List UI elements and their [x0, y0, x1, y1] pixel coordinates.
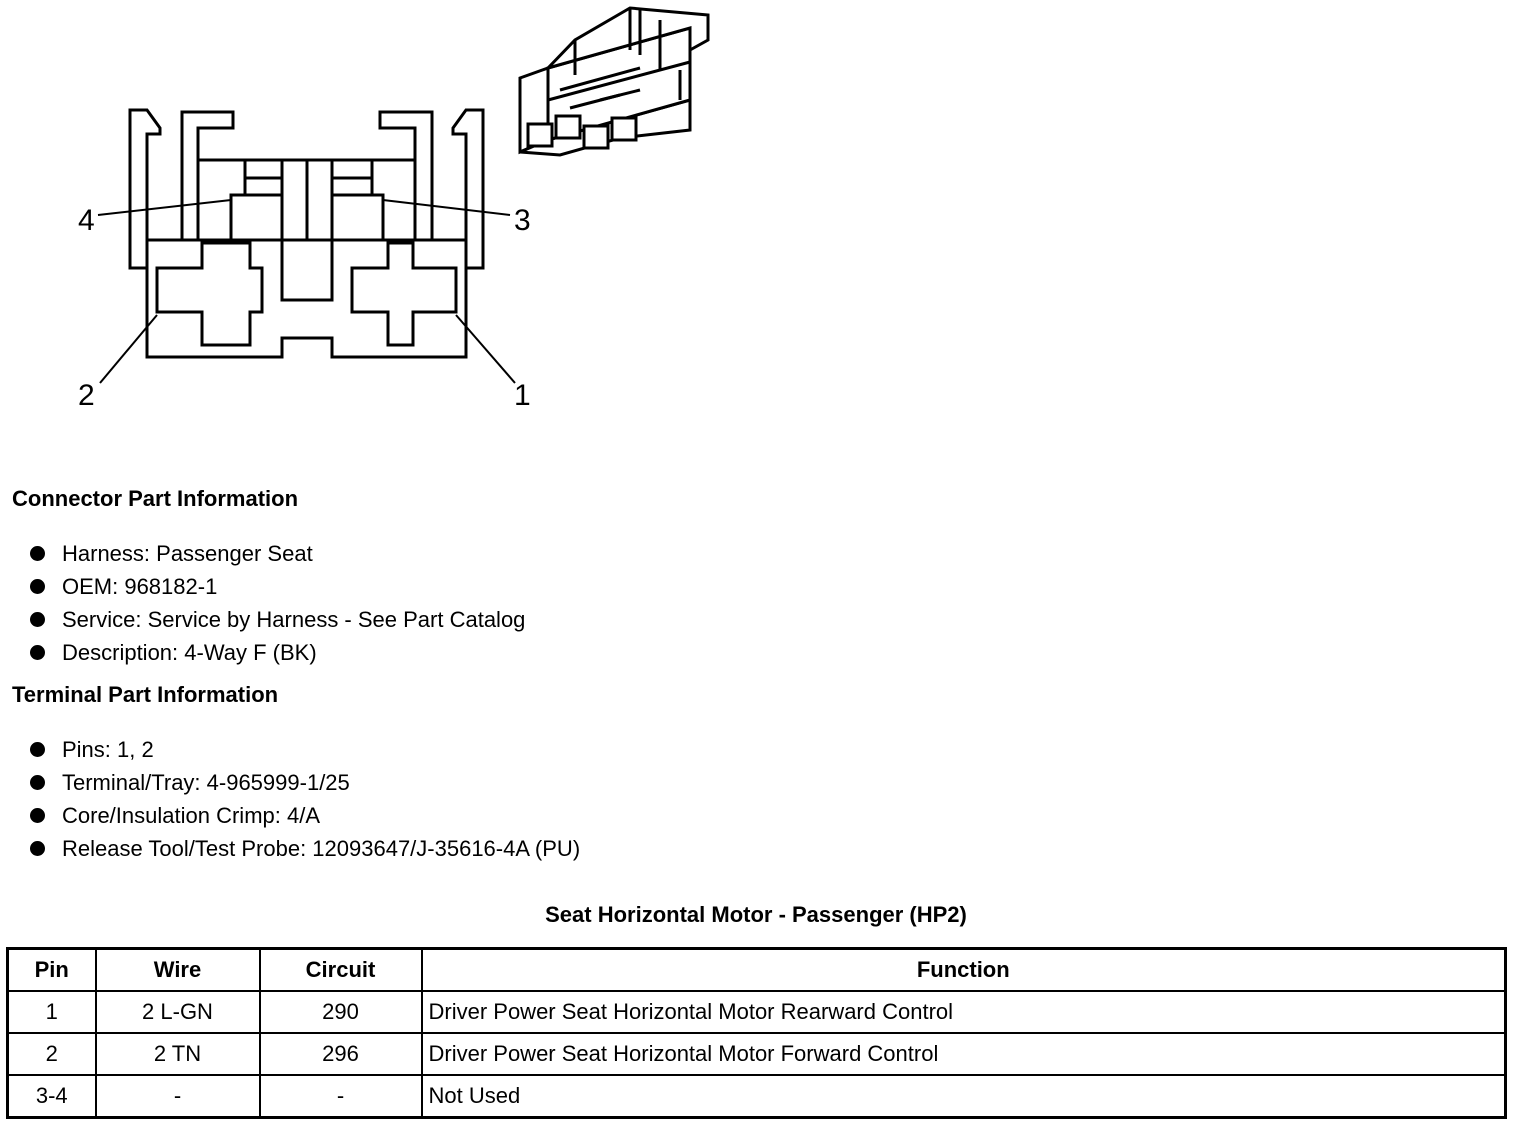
- bullet-icon: [30, 841, 45, 856]
- right-inner-latch: [378, 110, 434, 240]
- header-pin: Pin: [6, 947, 97, 992]
- list-item: Terminal/Tray: 4-965999-1/25: [30, 766, 580, 799]
- left-outer-latch: [128, 108, 162, 270]
- pin-label-3: 3: [514, 204, 531, 237]
- cell-wire: 2 L-GN: [94, 990, 261, 1034]
- cell-circuit: -: [258, 1074, 423, 1119]
- left-inner-latch: [180, 110, 235, 240]
- cavity-2: [155, 241, 264, 347]
- table-row: 3-4 - - Not Used: [6, 1074, 1507, 1119]
- right-outer-latch: [451, 108, 485, 270]
- bullet-icon: [30, 775, 45, 790]
- header-function: Function: [420, 947, 1507, 992]
- connector-diagram: 4 3 2 1: [78, 6, 710, 412]
- table-row: 2 2 TN 296 Driver Power Seat Horizontal …: [6, 1032, 1507, 1076]
- table-row: 1 2 L-GN 290 Driver Power Seat Horizonta…: [6, 990, 1507, 1034]
- bullet-icon: [30, 742, 45, 757]
- header-circuit: Circuit: [258, 947, 423, 992]
- header-wire: Wire: [94, 947, 261, 992]
- bullet-icon: [30, 808, 45, 823]
- table-header-row: Pin Wire Circuit Function: [6, 947, 1507, 992]
- cell-function: Not Used: [420, 1074, 1507, 1119]
- lower-housing: [145, 238, 468, 359]
- pin-label-2: 2: [78, 379, 95, 412]
- connector-info-list: Harness: Passenger Seat OEM: 968182-1 Se…: [30, 537, 525, 669]
- list-item: Pins: 1, 2: [30, 733, 580, 766]
- terminal-info-heading: Terminal Part Information: [12, 682, 279, 707]
- bullet-icon: [30, 579, 45, 594]
- connector-iso-view: [518, 6, 710, 157]
- list-item: Harness: Passenger Seat: [30, 537, 525, 570]
- list-item: Description: 4-Way F (BK): [30, 636, 525, 669]
- list-item: Release Tool/Test Probe: 12093647/J-3561…: [30, 832, 580, 865]
- cell-circuit: 296: [258, 1032, 423, 1076]
- list-item: Core/Insulation Crimp: 4/A: [30, 799, 580, 832]
- list-item: OEM: 968182-1: [30, 570, 525, 603]
- cell-wire: -: [94, 1074, 261, 1119]
- terminal-4-block: [229, 193, 284, 242]
- cavity-1: [350, 241, 458, 347]
- cell-pin: 1: [6, 990, 97, 1034]
- cell-circuit: 290: [258, 990, 423, 1034]
- table-title: Seat Horizontal Motor - Passenger (HP2): [545, 902, 967, 927]
- list-item: Service: Service by Harness - See Part C…: [30, 603, 525, 636]
- bullet-icon: [30, 546, 45, 561]
- terminal-3-block: [330, 193, 385, 242]
- cell-pin: 3-4: [6, 1074, 97, 1119]
- cell-function: Driver Power Seat Horizontal Motor Forwa…: [420, 1032, 1507, 1076]
- pin-table: Pin Wire Circuit Function 1 2 L-GN 290 D…: [6, 947, 1507, 1119]
- cell-function: Driver Power Seat Horizontal Motor Rearw…: [420, 990, 1507, 1034]
- pin-label-4: 4: [78, 204, 95, 237]
- connector-info-heading: Connector Part Information: [12, 486, 299, 511]
- pin-label-1: 1: [514, 379, 531, 412]
- bullet-icon: [30, 645, 45, 660]
- terminal-info-list: Pins: 1, 2 Terminal/Tray: 4-965999-1/25 …: [30, 733, 580, 865]
- cell-wire: 2 TN: [94, 1032, 261, 1076]
- cell-pin: 2: [6, 1032, 97, 1076]
- bullet-icon: [30, 612, 45, 627]
